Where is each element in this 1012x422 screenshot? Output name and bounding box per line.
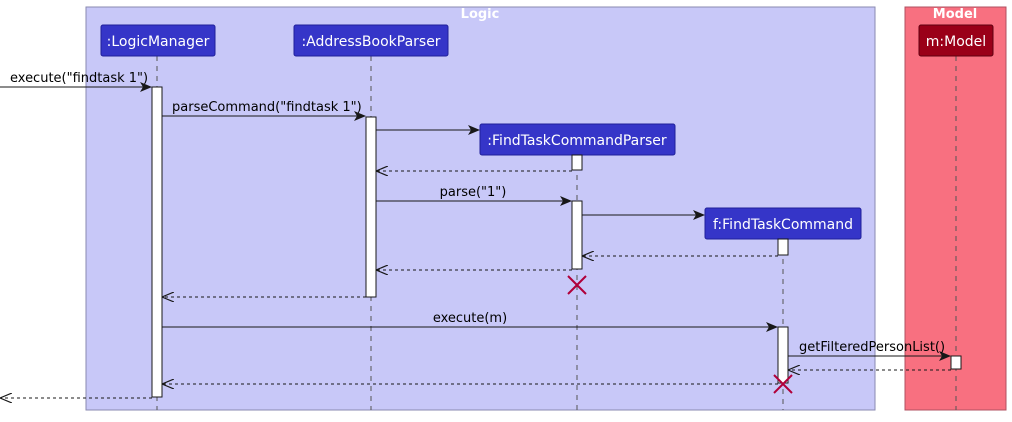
participant-find-task-command-label: f:FindTaskCommand — [713, 217, 853, 233]
activation-find-task-command-create — [777, 238, 789, 256]
message-parse-command-label: parseCommand("findtask 1") — [172, 100, 362, 115]
activation-find-task-command-parser-create — [571, 154, 583, 171]
message-parse-label: parse("1") — [440, 185, 507, 200]
participant-address-book-parser — [293, 24, 449, 57]
destroy-marker-find-task-command-parser — [567, 275, 587, 295]
activation-model — [950, 355, 962, 370]
participant-logic-manager — [100, 24, 216, 57]
message-get-filtered-person-list-label: getFilteredPersonList() — [799, 340, 945, 355]
activation-logic-manager — [151, 86, 163, 398]
participant-model-label: m:Model — [926, 34, 986, 50]
activation-address-book-parser — [365, 116, 377, 298]
participant-model — [918, 24, 994, 57]
participant-find-task-command-parser-label: :FindTaskCommandParser — [487, 133, 667, 149]
participant-logic-manager-label: :LogicManager — [107, 34, 210, 50]
activation-find-task-command-execute — [777, 326, 789, 384]
destroy-marker-find-task-command — [773, 374, 793, 394]
activation-find-task-command-parser-parse — [571, 200, 583, 270]
message-execute-input-label: execute("findtask 1") — [10, 71, 148, 86]
model-group-title: Model — [933, 7, 977, 22]
logic-group-title: Logic — [461, 7, 500, 22]
participant-address-book-parser-label: :AddressBookParser — [301, 34, 440, 50]
message-execute-m-label: execute(m) — [433, 311, 507, 326]
